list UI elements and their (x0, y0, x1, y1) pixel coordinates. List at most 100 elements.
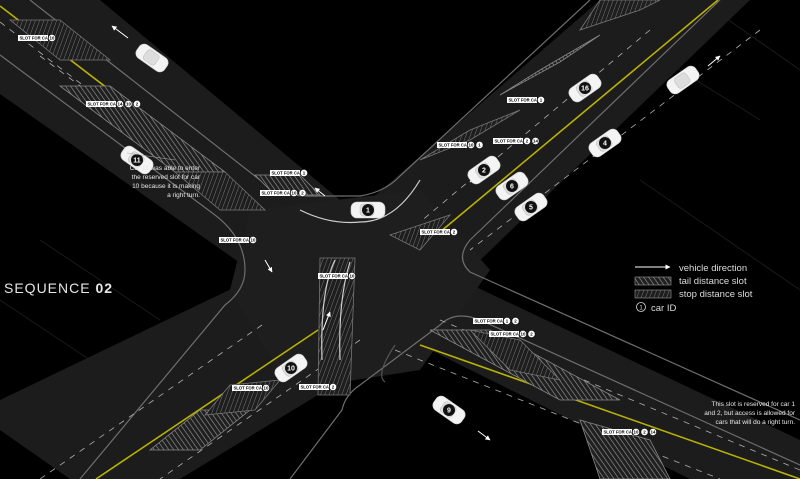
slot-id-badge (348, 272, 356, 280)
slot-id-text: 10 (634, 430, 639, 435)
slot-id-text: 1 (506, 319, 509, 324)
slot-id-text: 2 (530, 332, 533, 337)
legend: vehicle direction tail distance slot sto… (634, 263, 753, 314)
car-id-text: 16 (581, 86, 589, 93)
slot-id-badge (262, 384, 270, 392)
car-id-text: 2 (482, 168, 486, 175)
slot-id-text: 1 (478, 143, 481, 148)
slot-label-text: SLOT FOR CAR (272, 171, 303, 176)
turn-paths (299, 179, 421, 361)
sequence-number: 02 (95, 280, 113, 296)
car: 4 (588, 128, 622, 158)
slot-label-box (489, 331, 519, 337)
legend-direction-label: vehicle direction (679, 263, 747, 274)
legend-id-label: car ID (651, 303, 676, 314)
car-id-text: 1 (366, 208, 370, 215)
slot-id-badge (537, 96, 545, 104)
slot-label-box (318, 273, 348, 279)
stop-slot (579, 0, 661, 31)
slot-id-text: 10 (126, 102, 131, 107)
car: 5 (514, 192, 548, 222)
slot-id-badge (450, 228, 458, 236)
car-id-text: 6 (510, 184, 514, 191)
note-line: 10 because it is making (132, 183, 200, 190)
slot-id-badge (116, 100, 124, 108)
car-id-badge (131, 154, 143, 166)
car: 11 (120, 145, 154, 175)
direction-arrow (477, 430, 491, 441)
car-id-text: 10 (287, 366, 295, 373)
road-northeast-arm (370, 0, 750, 270)
slot-label-text: SLOT FOR CAR (262, 191, 293, 196)
note-line: the reserved slot for car (132, 174, 201, 181)
car: 2 (467, 155, 501, 185)
direction-arrow (314, 187, 326, 197)
slot-id-text: 10 (469, 143, 474, 148)
note-pointer (126, 152, 176, 161)
legend-stop-swatch (634, 289, 672, 299)
slot-id-badge (300, 169, 308, 177)
slot-label-text: SLOT FOR CAR (20, 36, 51, 41)
stop-slot (173, 171, 267, 211)
slot-id-text: 2 (301, 191, 304, 196)
slot-id-badge (531, 137, 540, 145)
slot-id-text: 2 (332, 385, 335, 390)
slot-label-text: SLOT FOR CAR (439, 143, 470, 148)
slot-id-badge (649, 428, 657, 436)
car: 6 (495, 171, 529, 201)
slot-label-box (232, 385, 262, 391)
slot-label-box (18, 35, 48, 41)
slot-label-box (86, 101, 116, 107)
slot-label-box (473, 318, 503, 324)
slot-id-badge (48, 34, 56, 42)
slot-label-text: SLOT FOR CAR (221, 238, 252, 243)
slot-id-text: 2 (514, 319, 517, 324)
slot-id-text: 10 (350, 274, 355, 279)
slot-id-badge (503, 317, 511, 325)
slot-id-text: 1 (303, 171, 306, 176)
legend-tail-swatch (634, 276, 672, 286)
slot-id-badge (527, 330, 536, 338)
car-roof (142, 49, 160, 66)
car-roof (673, 72, 691, 89)
slot-id-badge (632, 428, 640, 436)
slot-id-text: 2 (136, 102, 139, 107)
slot-label-box (437, 142, 467, 148)
slot-id-text: 14 (533, 139, 538, 144)
note-line: Car 11 was able to enter (130, 165, 201, 172)
car-id-text: 9 (447, 408, 451, 415)
car-id-text: 11 (133, 158, 141, 165)
sequence-label: SEQUENCE (4, 280, 91, 296)
sequence-title: SEQUENCE 02 (4, 280, 113, 296)
slot-id-badge (523, 137, 531, 145)
note-line: This slot is reserved for car 1 (712, 401, 796, 408)
slot-label-box (493, 138, 523, 144)
car-id-badge (599, 137, 611, 149)
slot-label-text: SLOT FOR CAR (495, 139, 526, 144)
direction-arrows (111, 25, 721, 441)
car (135, 43, 169, 73)
car: 1 (350, 201, 386, 219)
slot-id-text: 14 (651, 430, 656, 435)
slot-id-badge (290, 189, 298, 197)
slot-id-text: 2 (453, 230, 456, 235)
slot-id-badge (519, 330, 527, 338)
slot-id-badge (329, 383, 337, 391)
slot-label-text: SLOT FOR CAR (234, 386, 265, 391)
slot-id-text: 1 (540, 98, 543, 103)
slot-label-box (219, 237, 249, 243)
note-left: Car 11 was able to enter the reserved sl… (130, 165, 201, 199)
car-id-badge (525, 201, 537, 213)
background-lines (0, 0, 800, 461)
slot-label-text: SLOT FOR CAR (475, 319, 506, 324)
car: 10 (274, 353, 308, 383)
slot-id-badge (467, 141, 475, 149)
